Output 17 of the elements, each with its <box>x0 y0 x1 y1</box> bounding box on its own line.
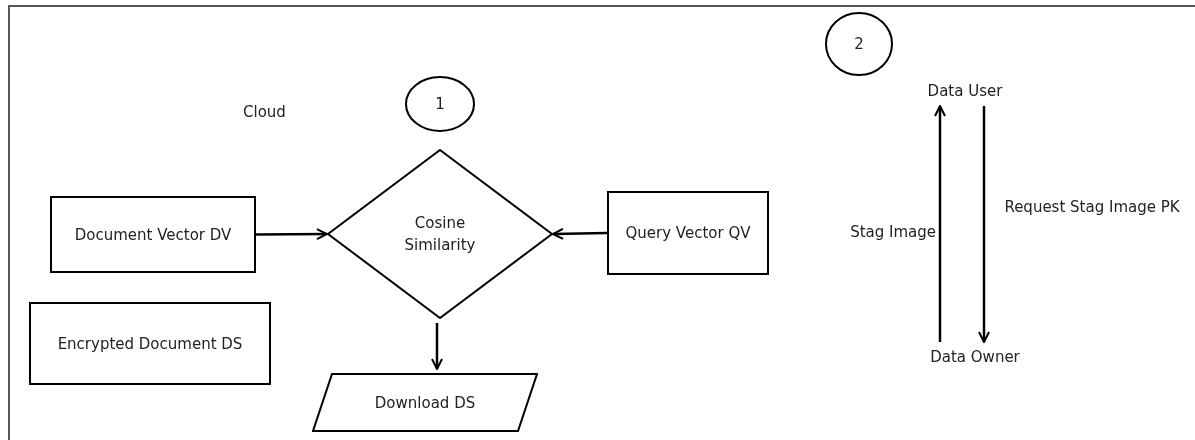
step-number-circle: 1 <box>405 76 475 132</box>
arrow <box>552 227 608 240</box>
process-box: Query Vector QV <box>607 191 769 275</box>
edge-label: Request Stag Image PK <box>1003 197 1181 218</box>
arrow <box>431 323 443 370</box>
arrow <box>256 228 328 241</box>
process-box: Document Vector DV <box>50 196 256 273</box>
region-label: Cloud <box>243 102 286 123</box>
data-parallelogram: Download DS <box>312 373 538 432</box>
step-number-circle: 2 <box>825 12 893 76</box>
arrow <box>978 106 990 343</box>
process-box: Encrypted Document DS <box>29 302 271 385</box>
actor-label: Data Owner <box>912 346 1038 368</box>
edge-label: Stag Image <box>849 222 936 243</box>
actor-label: Data User <box>910 80 1020 102</box>
arrow <box>934 105 946 342</box>
decision-diamond: Cosine Similarity <box>327 149 553 319</box>
